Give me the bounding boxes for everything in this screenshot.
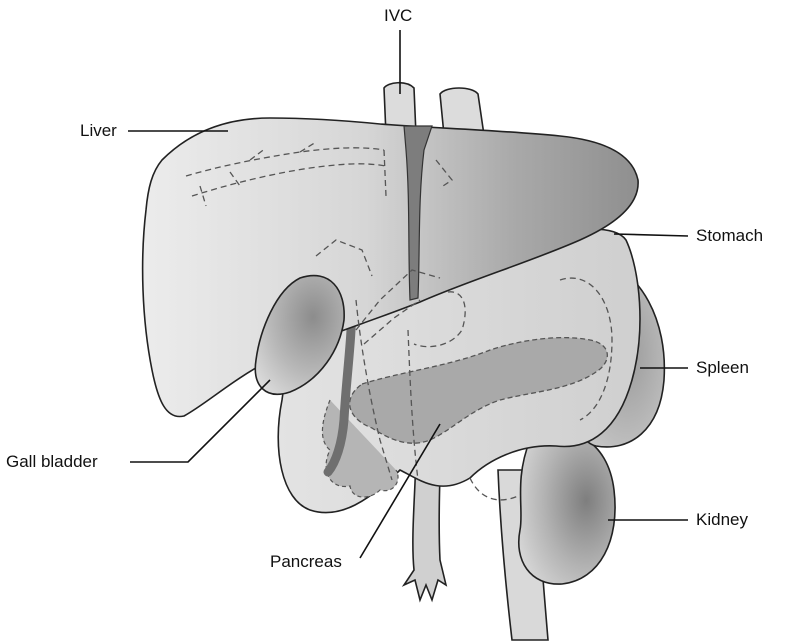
ivc-label: IVC	[384, 6, 412, 26]
gall-bladder-label: Gall bladder	[6, 452, 98, 472]
kidney-label: Kidney	[696, 510, 748, 530]
kidney	[519, 432, 615, 584]
stomach-label: Stomach	[696, 226, 763, 246]
liver-label: Liver	[80, 121, 117, 141]
pancreas-label: Pancreas	[270, 552, 342, 572]
spleen-label: Spleen	[696, 358, 749, 378]
leader-stomach	[614, 234, 688, 236]
